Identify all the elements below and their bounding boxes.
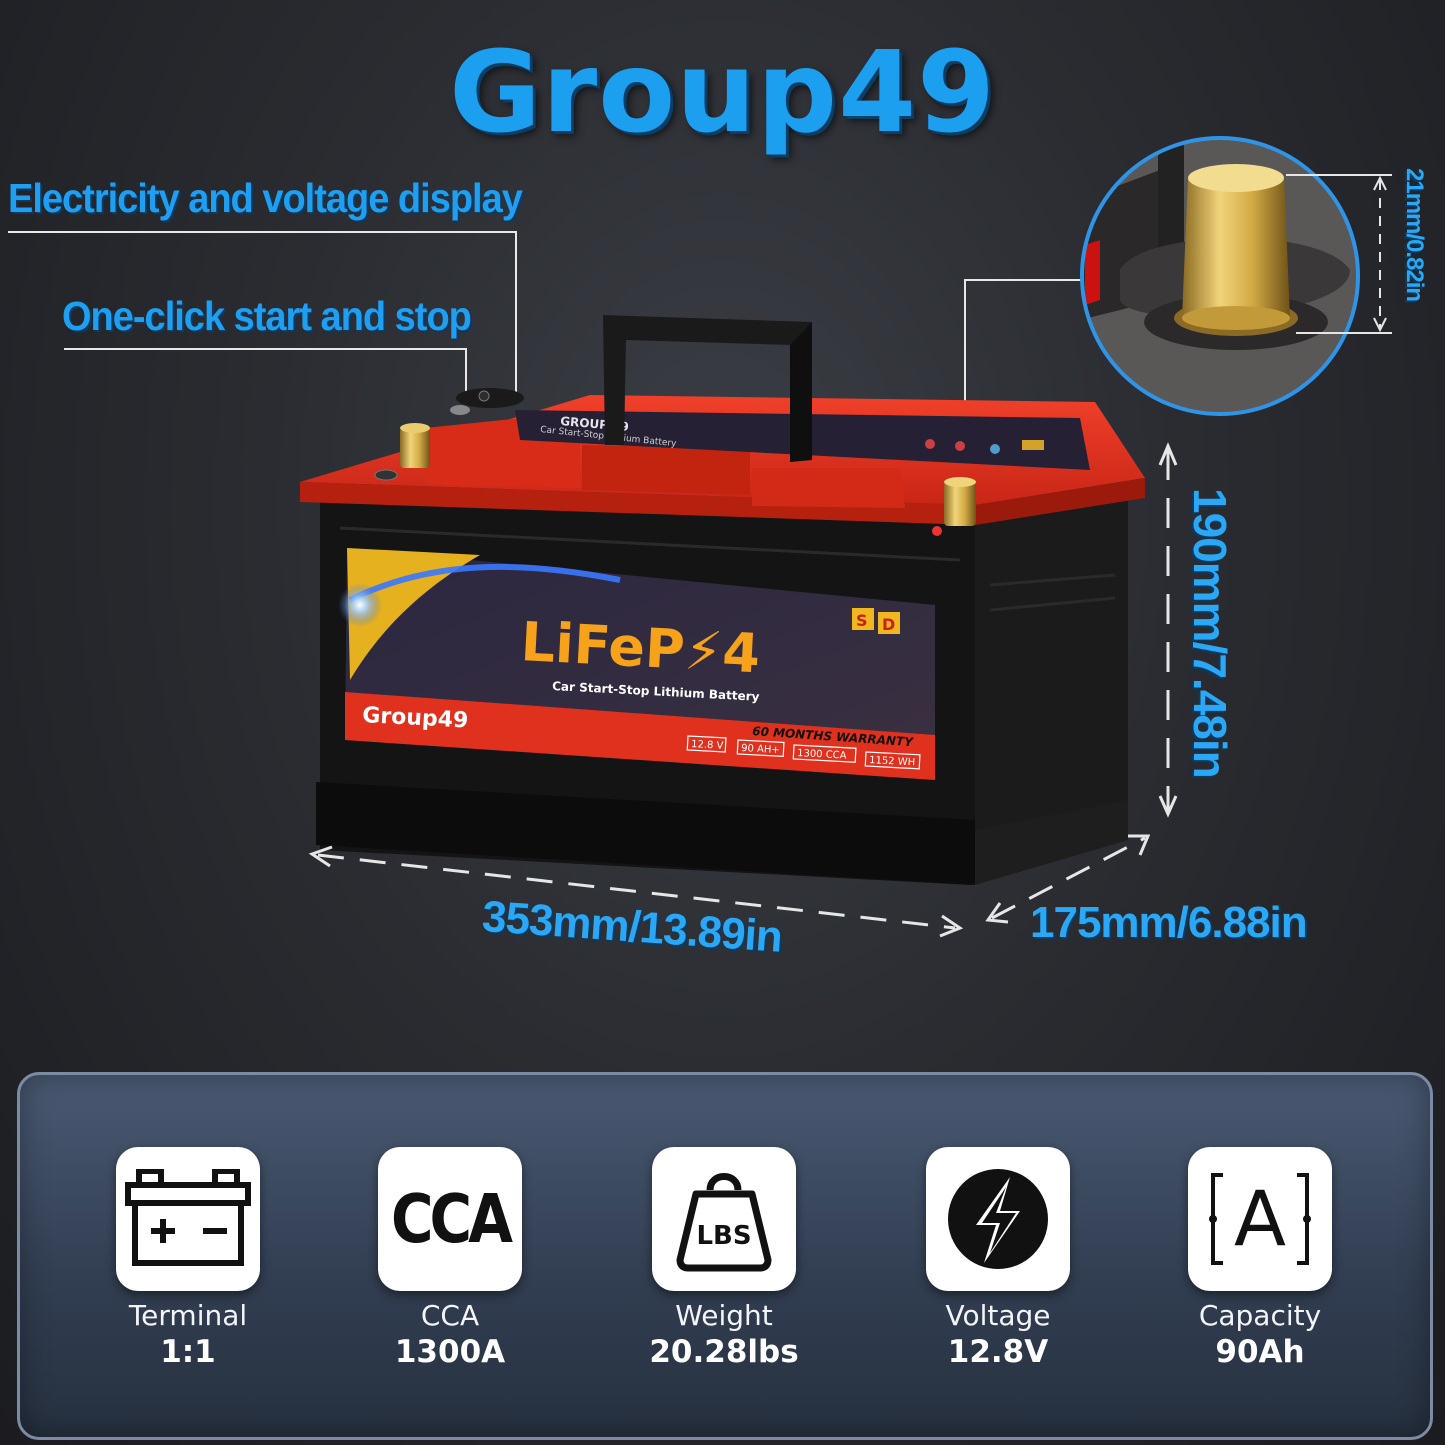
spec-capacity: A Capacity 90Ah <box>1170 1147 1350 1370</box>
label-chemistry-text: LiFeP⚡4 <box>519 610 761 685</box>
spec-voltage-value: 12.8V <box>947 1334 1049 1370</box>
cca-icon-text: CCA <box>390 1179 513 1259</box>
label-model-text: Group49 <box>362 703 469 734</box>
cca-icon: CCA <box>378 1147 522 1291</box>
label-badges: 12.8 V 90 AH+ 1300 CCA 1152 WH <box>686 735 921 770</box>
weight-icon: LBS <box>652 1147 796 1291</box>
label-logo: S D <box>852 608 900 634</box>
label-badge-voltage: 12.8 V <box>691 739 724 752</box>
battery-terminals <box>374 423 976 536</box>
spec-voltage-label: Voltage <box>945 1299 1051 1332</box>
spec-terminal-label: Terminal <box>128 1299 248 1332</box>
spec-terminal-value: 1:1 <box>160 1334 216 1370</box>
capacity-icon: A <box>1188 1147 1332 1291</box>
spec-voltage: Voltage 12.8V <box>908 1147 1088 1370</box>
label-badge-capacity: 90 AH+ <box>741 743 780 756</box>
battery-handle <box>603 315 812 462</box>
dimension-height-label: 190mm/7.48in <box>1184 488 1236 778</box>
dimension-terminal-height-label: 21mm/0.82in <box>1401 168 1428 302</box>
spec-weight-label: Weight <box>675 1299 773 1332</box>
spec-weight: LBS Weight 20.28lbs <box>634 1147 814 1370</box>
callout-display-label: Electricity and voltage display <box>8 176 523 222</box>
page-title: Group49 <box>449 28 996 158</box>
weight-icon-text: LBS <box>696 1221 751 1251</box>
battery-terminal-icon <box>116 1147 260 1291</box>
battery-front-label: LiFeP⚡4 Car Start-Stop Lithium Battery G… <box>338 548 935 780</box>
spec-cca-value: 1300A <box>394 1334 506 1370</box>
spec-capacity-value: 90Ah <box>1215 1334 1305 1370</box>
dimension-arrows <box>308 442 1178 938</box>
spec-panel: Terminal 1:1 CCA CCA 1300A LBS Weight 20… <box>17 1072 1433 1440</box>
svg-text:S: S <box>856 611 868 630</box>
label-badge-energy: 1152 WH <box>869 755 916 768</box>
callout-start-stop-label: One-click start and stop <box>62 294 472 340</box>
spec-terminal: Terminal 1:1 <box>98 1147 278 1370</box>
terminal-zoom-circle <box>1080 136 1392 416</box>
spec-cca-label: CCA <box>420 1299 480 1332</box>
callout-line-start-stop <box>64 348 467 402</box>
label-badge-cca: 1300 CCA <box>797 748 847 762</box>
callout-line-display <box>8 231 517 398</box>
capacity-icon-text: A <box>1234 1174 1286 1263</box>
spec-cca: CCA CCA 1300A <box>360 1147 540 1370</box>
spec-weight-value: 20.28lbs <box>649 1334 799 1370</box>
lightning-icon <box>926 1147 1070 1291</box>
dimension-width-label: 175mm/6.88in <box>1030 898 1308 947</box>
spec-capacity-label: Capacity <box>1198 1299 1322 1332</box>
svg-text:D: D <box>882 615 895 634</box>
